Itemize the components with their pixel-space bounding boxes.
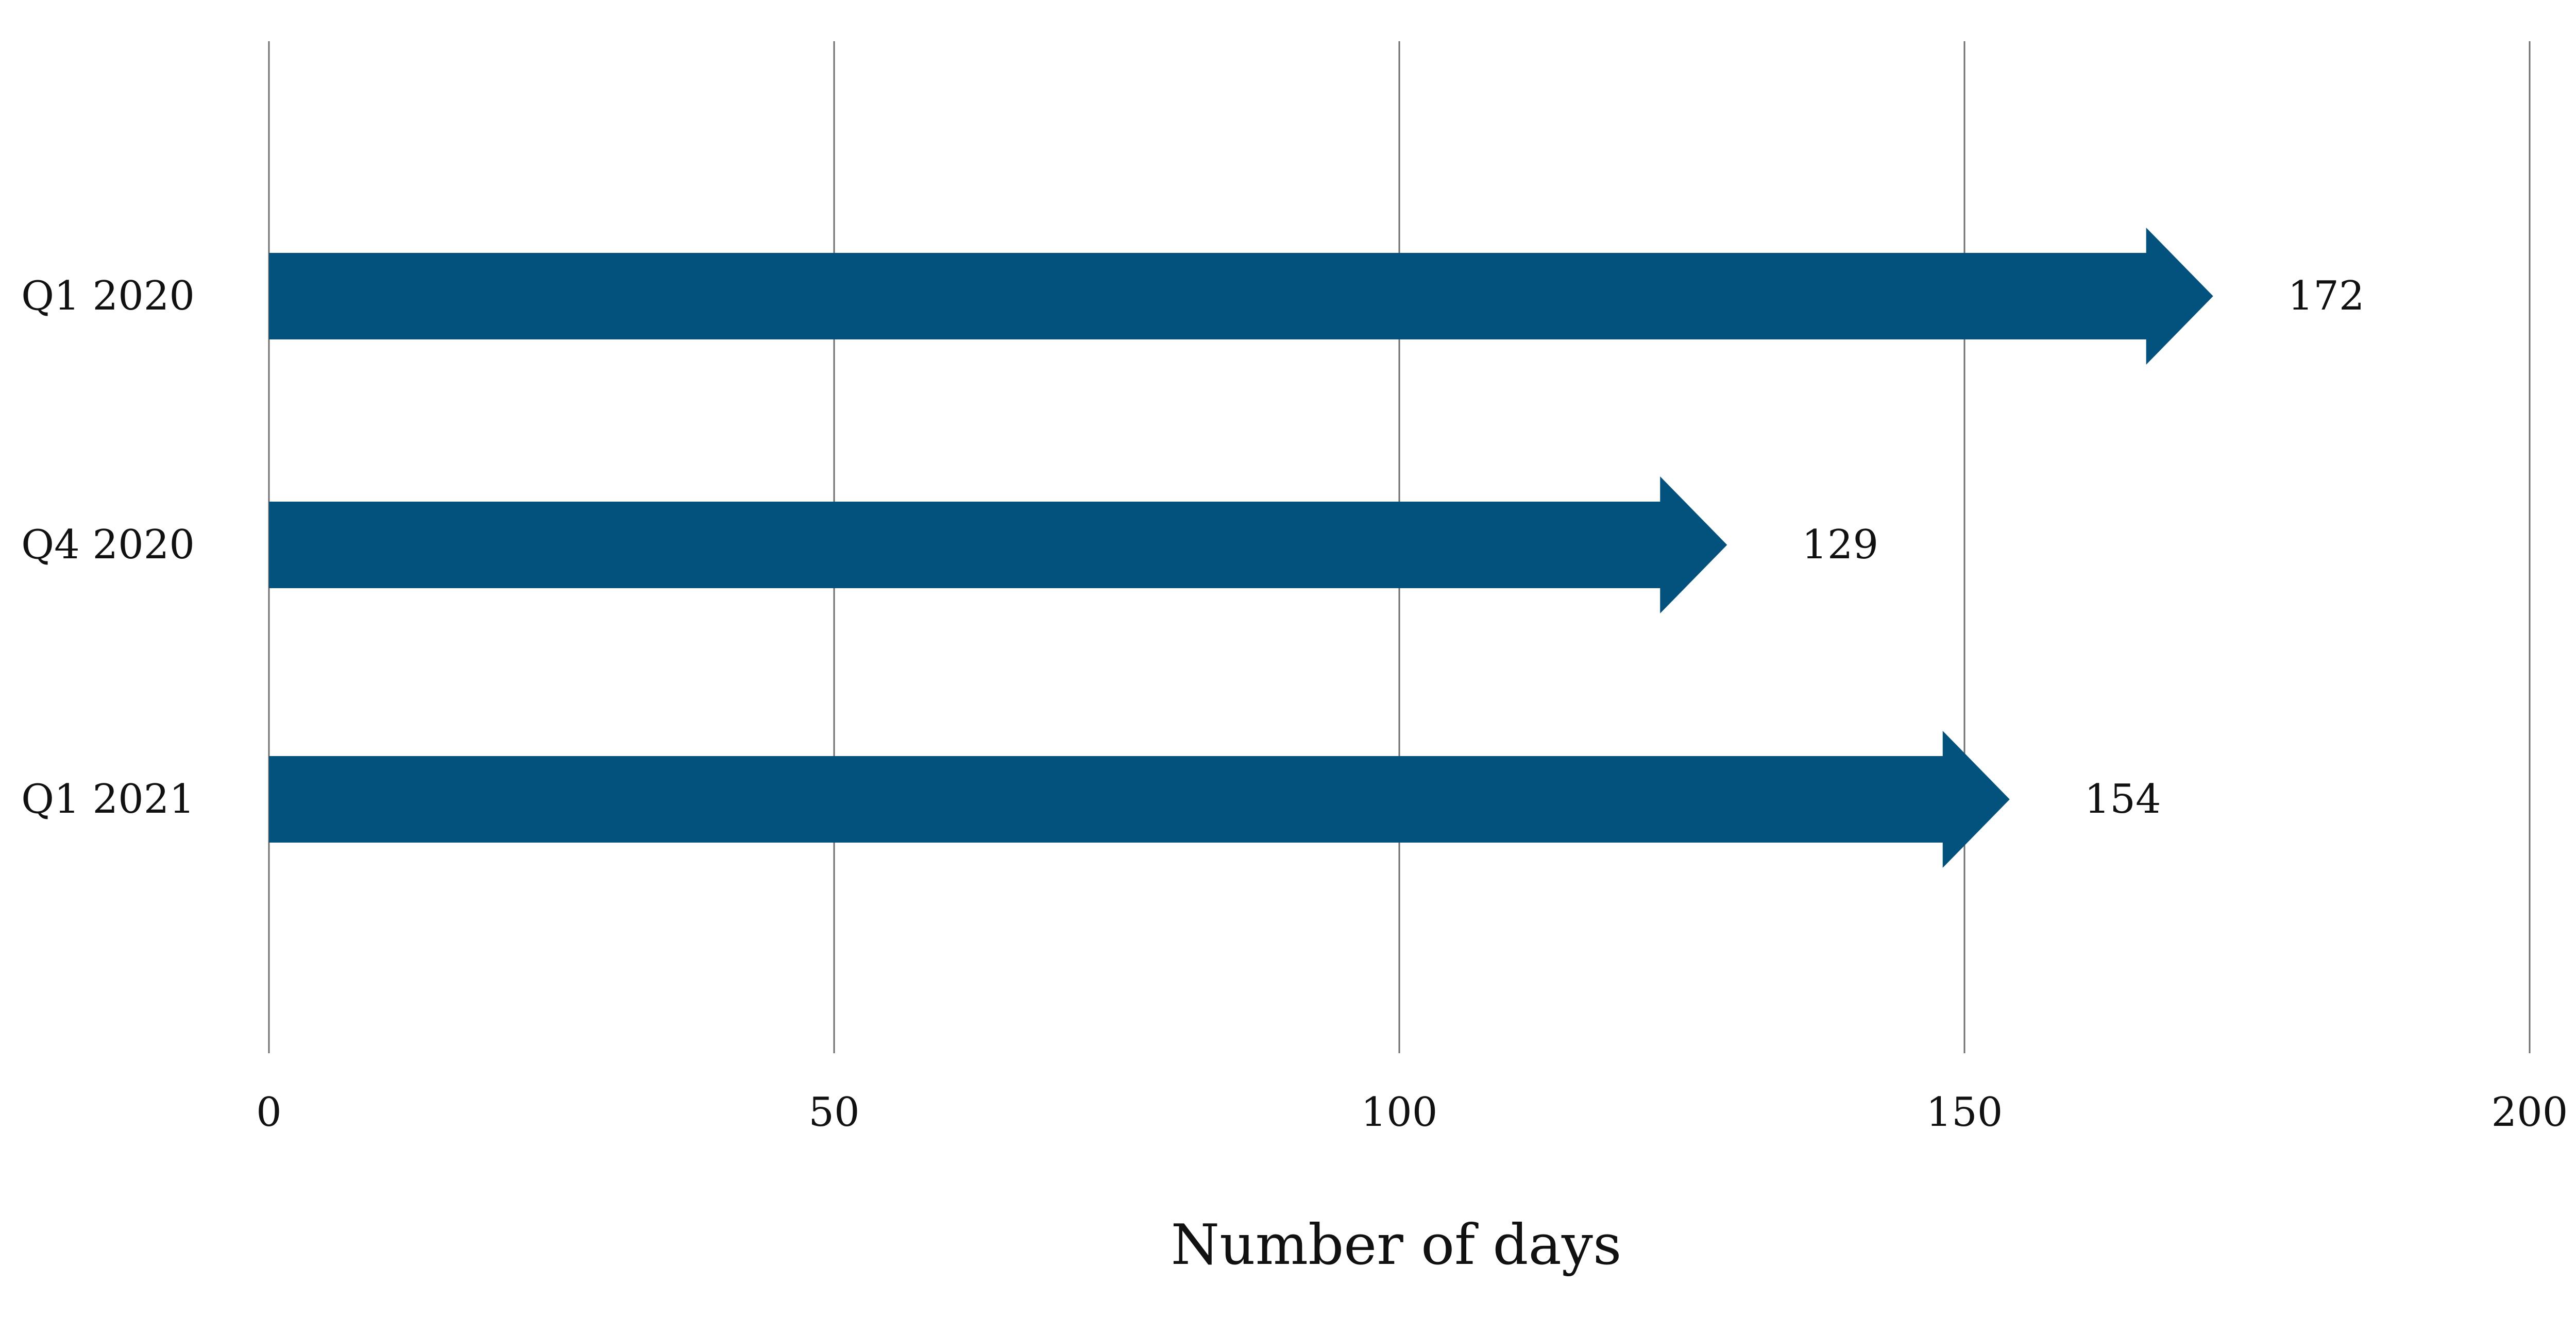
x-tick-label-100: 100 xyxy=(1361,1089,1438,1136)
value-label-q4-2020: 129 xyxy=(1802,522,1878,568)
value-label-q1-2020: 172 xyxy=(2288,273,2365,319)
x-tick-label-200: 200 xyxy=(2492,1089,2568,1136)
x-axis-title: Number of days xyxy=(1171,1213,1622,1277)
x-tick-label-150: 150 xyxy=(1926,1089,2003,1136)
x-tick-label-50: 50 xyxy=(808,1089,859,1136)
category-label-q1-2021: Q1 2021 xyxy=(21,776,195,823)
bar-q1-2021 xyxy=(269,731,2010,868)
bars xyxy=(269,228,2213,868)
category-label-q1-2020: Q1 2020 xyxy=(21,273,195,319)
value-label-q1-2021: 154 xyxy=(2084,776,2161,823)
category-label-q4-2020: Q4 2020 xyxy=(21,522,195,568)
value-labels: 172 129 154 xyxy=(1802,273,2364,823)
bar-q4-2020 xyxy=(269,476,1727,613)
bar-q1-2020 xyxy=(269,228,2213,365)
category-labels: Q1 2020 Q4 2020 Q1 2021 xyxy=(21,273,195,823)
x-tick-label-0: 0 xyxy=(256,1089,282,1136)
x-tick-labels: 0 50 100 150 200 xyxy=(256,1089,2568,1136)
